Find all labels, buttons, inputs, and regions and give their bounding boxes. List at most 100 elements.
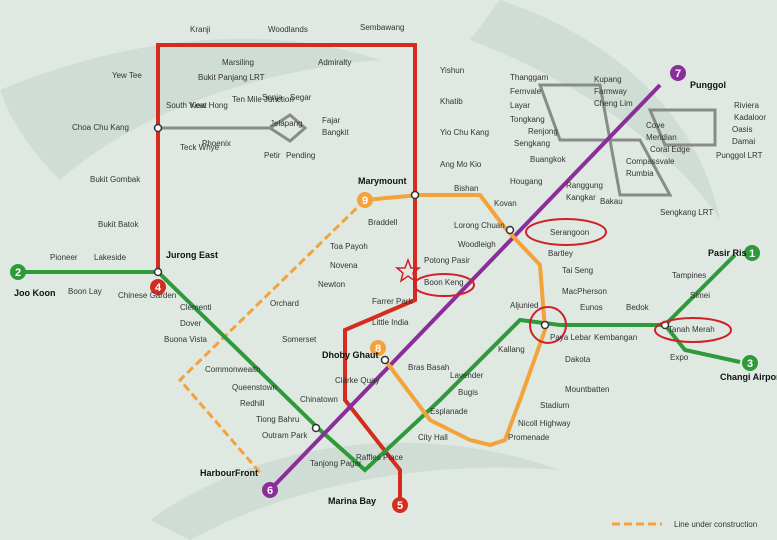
station-coral-edge[interactable]: Coral Edge — [650, 145, 691, 154]
station-little-india[interactable]: Little India — [372, 318, 409, 327]
station-marsiling[interactable]: Marsiling — [222, 58, 254, 67]
station-expo[interactable]: Expo — [670, 353, 689, 362]
station-sengkang-lrt[interactable]: Sengkang LRT — [660, 208, 713, 217]
station-kupang[interactable]: Kupang — [594, 75, 622, 84]
station-simei[interactable]: Simei — [690, 291, 710, 300]
station-senja[interactable]: Senja — [262, 93, 283, 102]
station-outram-park[interactable]: Outram Park — [262, 431, 308, 440]
station-woodleigh[interactable]: Woodleigh — [458, 240, 496, 249]
station-braddell[interactable]: Braddell — [368, 218, 398, 227]
station-sembawang[interactable]: Sembawang — [360, 23, 404, 32]
station-pioneer[interactable]: Pioneer — [50, 253, 78, 262]
station-keat-hong[interactable]: Keat Hong — [190, 101, 228, 110]
station-boon-lay[interactable]: Boon Lay — [68, 287, 102, 296]
station-renjong[interactable]: Renjong — [528, 127, 558, 136]
station-bukit-panjang-lrt[interactable]: Bukit Panjang LRT — [198, 73, 265, 82]
station-redhill[interactable]: Redhill — [240, 399, 265, 408]
station-hougang[interactable]: Hougang — [510, 177, 542, 186]
station-kovan[interactable]: Kovan — [494, 199, 517, 208]
station-farrer-park[interactable]: Farrer Park — [372, 297, 413, 306]
station-punggol[interactable]: Punggol — [690, 80, 726, 90]
station-tanjong-pagar[interactable]: Tanjong Pagar — [310, 459, 362, 468]
station-bedok[interactable]: Bedok — [626, 303, 650, 312]
station-marymount[interactable]: Marymount — [358, 176, 407, 186]
station-newton[interactable]: Newton — [318, 280, 345, 289]
station-queenstown[interactable]: Queenstown — [232, 383, 277, 392]
station-tanah-merah[interactable]: Tanah Merah — [668, 325, 715, 334]
station-punggol-lrt[interactable]: Punggol LRT — [716, 151, 763, 160]
station-dakota[interactable]: Dakota — [565, 355, 591, 364]
station-kallang[interactable]: Kallang — [498, 345, 525, 354]
station-choa-chu-kang[interactable]: Choa Chu Kang — [72, 123, 129, 132]
station-pasir-ris[interactable]: Pasir Ris — [708, 248, 747, 258]
station-tongkang[interactable]: Tongkang — [510, 115, 545, 124]
station-tiong-bahru[interactable]: Tiong Bahru — [256, 415, 299, 424]
station-riviera[interactable]: Riviera — [734, 101, 759, 110]
station-kangkar[interactable]: Kangkar — [566, 193, 596, 202]
station-city-hall[interactable]: City Hall — [418, 433, 448, 442]
station-mountbatten[interactable]: Mountbatten — [565, 385, 609, 394]
station-promenade[interactable]: Promenade — [508, 433, 550, 442]
station-bugis[interactable]: Bugis — [458, 388, 478, 397]
station-somerset[interactable]: Somerset — [282, 335, 317, 344]
station-stadium[interactable]: Stadium — [540, 401, 570, 410]
station-thanggam[interactable]: Thanggam — [510, 73, 549, 82]
station-novena[interactable]: Novena — [330, 261, 358, 270]
station-admiralty[interactable]: Admiralty — [318, 58, 351, 67]
station-buangkok[interactable]: Buangkok — [530, 155, 567, 164]
station-bangkit[interactable]: Bangkit — [322, 128, 349, 137]
station-damai[interactable]: Damai — [732, 137, 755, 146]
station-yew-tee[interactable]: Yew Tee — [112, 71, 142, 80]
station-changi-airport[interactable]: Changi Airport — [720, 372, 777, 382]
station-compassvale[interactable]: Compassvale — [626, 157, 675, 166]
station-chinese-garden[interactable]: Chinese Garden — [118, 291, 176, 300]
station-bras-basah[interactable]: Bras Basah — [408, 363, 449, 372]
station-farmway[interactable]: Farmway — [594, 87, 627, 96]
station-clementi[interactable]: Clementi — [180, 303, 212, 312]
station-harbourfront[interactable]: HarbourFront — [200, 468, 258, 478]
station-orchard[interactable]: Orchard — [270, 299, 299, 308]
station-rumbia[interactable]: Rumbia — [626, 169, 654, 178]
station-dhoby-ghaut[interactable]: Dhoby Ghaut — [322, 350, 379, 360]
station-phoenix[interactable]: Phoenix — [202, 139, 231, 148]
station-ang-mo-kio[interactable]: Ang Mo Kio — [440, 160, 482, 169]
station-petir[interactable]: Petir — [264, 151, 281, 160]
station-jelapang[interactable]: Jelapang — [270, 119, 302, 128]
station-tampines[interactable]: Tampines — [672, 271, 706, 280]
station-clarke-quay[interactable]: Clarke Quay — [335, 376, 379, 385]
station-fernvale[interactable]: Fernvale — [510, 87, 542, 96]
station-segar[interactable]: Segar — [290, 93, 312, 102]
station-bakau[interactable]: Bakau — [600, 197, 623, 206]
station-esplanade[interactable]: Esplanade — [430, 407, 468, 416]
station-lavender[interactable]: Lavender — [450, 371, 484, 380]
station-cove[interactable]: Cove — [646, 121, 665, 130]
station-cheng-lim[interactable]: Cheng Lim — [594, 99, 633, 108]
station-bukit-batok[interactable]: Bukit Batok — [98, 220, 139, 229]
station-bukit-gombak[interactable]: Bukit Gombak — [90, 175, 141, 184]
station-eunos[interactable]: Eunos — [580, 303, 603, 312]
station-lorong-chuan[interactable]: Lorong Chuan — [454, 221, 505, 230]
station-woodlands[interactable]: Woodlands — [268, 25, 308, 34]
station-south-view[interactable]: South View — [166, 101, 207, 110]
station-layar[interactable]: Layar — [510, 101, 530, 110]
station-jurong-east[interactable]: Jurong East — [166, 250, 218, 260]
station-bishan[interactable]: Bishan — [454, 184, 478, 193]
station-meridian[interactable]: Meridian — [646, 133, 677, 142]
station-yio-chu-kang[interactable]: Yio Chu Kang — [440, 128, 489, 137]
station-raffles-place[interactable]: Raffles Place — [356, 453, 404, 462]
station-kranji[interactable]: Kranji — [190, 25, 211, 34]
station-serangoon[interactable]: Serangoon — [550, 228, 589, 237]
station-aljunied[interactable]: Aljunied — [510, 301, 538, 310]
station-fajar[interactable]: Fajar — [322, 116, 341, 125]
station-tai-seng[interactable]: Tai Seng — [562, 266, 593, 275]
station-boon-keng[interactable]: Boon Keng — [424, 278, 464, 287]
station-nicoll-highway[interactable]: Nicoll Highway — [518, 419, 570, 428]
station-joo-koon[interactable]: Joo Koon — [14, 288, 56, 298]
station-chinatown[interactable]: Chinatown — [300, 395, 338, 404]
station-lakeside[interactable]: Lakeside — [94, 253, 127, 262]
station-teck-whye[interactable]: Teck Whye — [180, 143, 220, 152]
station-ten-mile-junction[interactable]: Ten Mile Junction — [232, 95, 294, 104]
station-toa-payoh[interactable]: Toa Payoh — [330, 242, 368, 251]
station-ranggung[interactable]: Ranggung — [566, 181, 603, 190]
station-potong-pasir[interactable]: Potong Pasir — [424, 256, 470, 265]
